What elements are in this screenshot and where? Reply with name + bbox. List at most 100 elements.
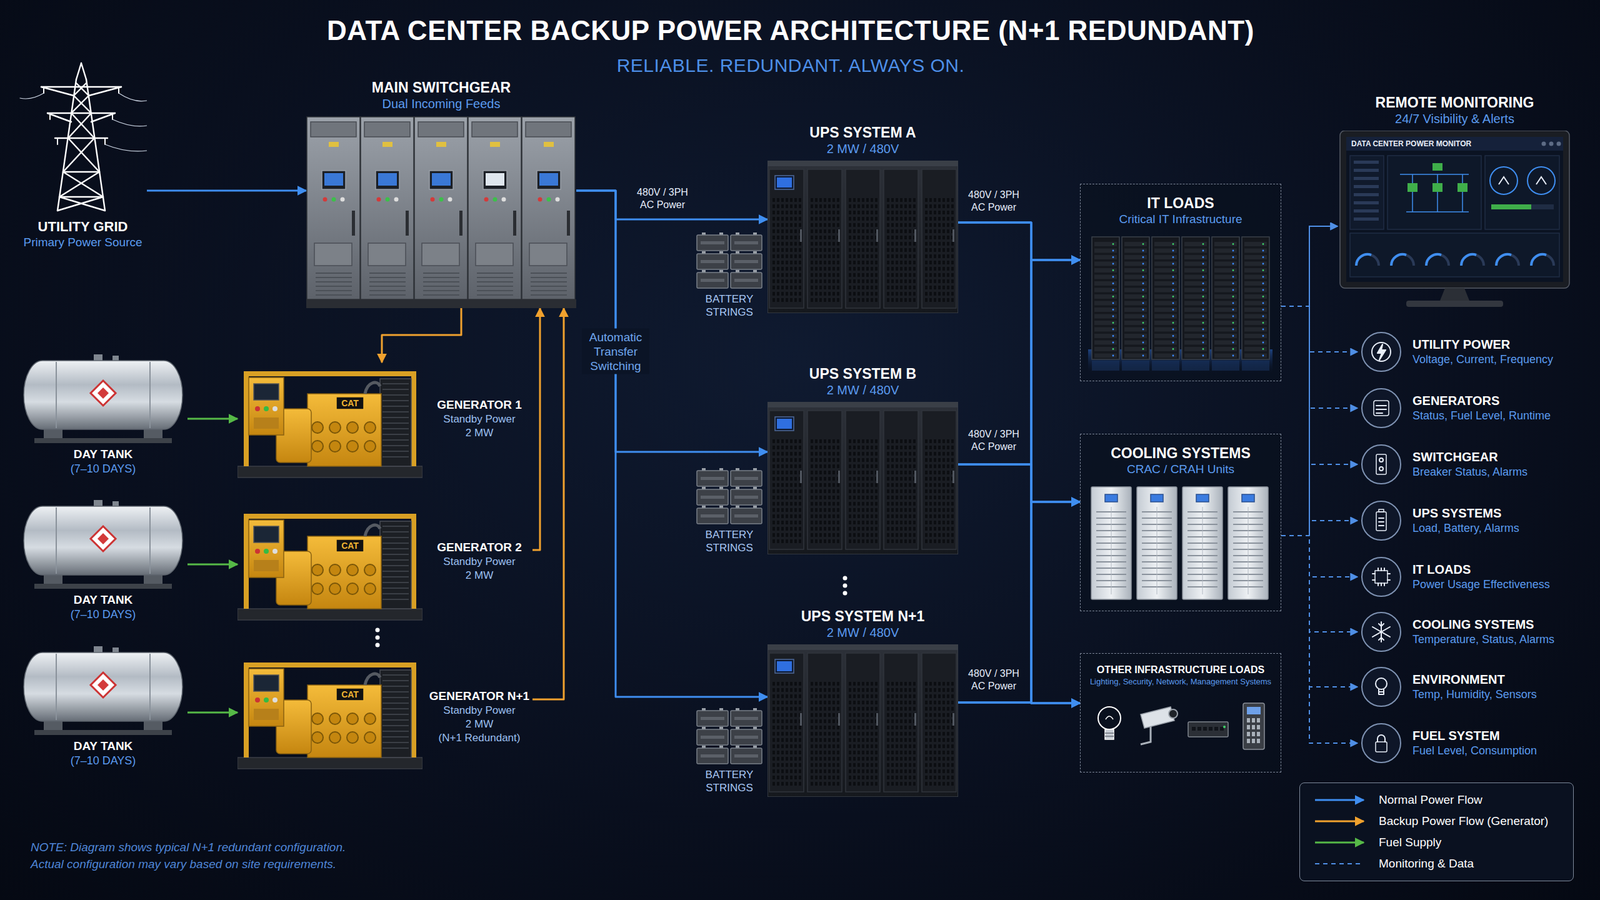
node-heading: MAIN SWITCHGEAR: [306, 78, 577, 97]
control-button: [255, 406, 260, 412]
vent-hole: [861, 241, 865, 246]
vent-hole: [828, 495, 831, 500]
radiator-fin: [382, 708, 409, 710]
vent-hole: [870, 223, 874, 227]
vent-hole: [832, 439, 835, 444]
monitoring-link: [1309, 226, 1358, 744]
floor-reflection: [1181, 360, 1210, 371]
vent-hole: [832, 254, 835, 259]
vent-hole: [895, 533, 899, 537]
vent-hole: [913, 273, 916, 277]
vent-hole: [904, 241, 907, 246]
vent-hole: [772, 539, 775, 544]
vent-hole: [823, 445, 827, 450]
vent-hole: [861, 285, 865, 290]
gauge-bar: [1491, 204, 1554, 210]
vent-hole: [848, 241, 852, 246]
status-led: [1202, 328, 1205, 331]
vent-hole: [810, 514, 814, 519]
window-button: [1556, 141, 1562, 147]
vent-hole: [798, 204, 802, 209]
vent-hole: [790, 495, 793, 500]
vent-hole: [942, 241, 945, 246]
vent-hole: [938, 204, 941, 209]
vent-hole: [933, 254, 937, 259]
vent-hole: [785, 476, 789, 481]
status-led: [1202, 276, 1205, 279]
vent-hole: [951, 298, 954, 302]
frame-rail: [243, 662, 417, 668]
vent-hole: [938, 298, 941, 302]
status-led: [1142, 250, 1145, 252]
vent-hole: [929, 470, 932, 475]
status-led: [1202, 289, 1205, 292]
server-unit: [1184, 275, 1207, 280]
vent-hole: [891, 279, 894, 284]
vent-hole: [776, 198, 780, 202]
vent-hole: [900, 216, 903, 221]
vent-hole: [861, 489, 865, 494]
vent-hole: [913, 210, 916, 215]
vent-hole: [942, 298, 945, 302]
vent-slot: [369, 290, 406, 292]
vent-hole: [900, 210, 903, 215]
vent-hole: [823, 520, 827, 525]
door-seam: [1156, 506, 1158, 595]
gauge-track: [1531, 254, 1554, 266]
vent-hole: [929, 198, 932, 202]
node-heading: UPS SYSTEM N+1: [767, 607, 959, 625]
fuel-tank: [23, 500, 183, 589]
cabinet-door: [883, 410, 919, 550]
vent-hole: [857, 539, 860, 544]
node-heading: REMOTE MONITORING: [1337, 93, 1572, 112]
indicator-lamp: [331, 197, 337, 202]
vent-hole: [908, 216, 912, 221]
vent-hole: [819, 260, 822, 265]
vent-hole: [781, 266, 784, 271]
vent-hole: [904, 229, 907, 234]
vent-hole: [933, 514, 937, 519]
vent-hole: [908, 483, 912, 487]
vent-hole: [781, 241, 784, 246]
vent-hole: [790, 533, 793, 537]
vent-hole: [904, 298, 907, 302]
vent-hole: [832, 229, 835, 234]
server-unit: [1244, 268, 1267, 273]
vent-hole: [904, 464, 907, 469]
vent-hole: [853, 489, 856, 494]
vent-hole: [819, 298, 822, 302]
vent-hole: [794, 458, 797, 462]
vent-hole: [875, 489, 878, 494]
dot: [375, 643, 380, 648]
vent-hole: [832, 483, 835, 487]
vent-hole: [836, 464, 840, 469]
cylinder-head: [329, 564, 341, 576]
vent-hole: [866, 266, 869, 271]
vent-hole: [938, 198, 941, 202]
gauge-track: [1426, 254, 1449, 266]
server-unit: [1214, 346, 1237, 352]
vent-hole: [790, 470, 793, 475]
status-led: [1232, 282, 1235, 285]
vent-hole: [798, 254, 802, 259]
vent-hole: [819, 464, 822, 469]
server-unit: [1214, 307, 1237, 312]
vent-hole: [832, 279, 835, 284]
vent-hole: [933, 241, 937, 246]
node-detail: (7–10 DAYS): [18, 753, 188, 768]
vent-hole: [857, 235, 860, 240]
server-unit: [1184, 248, 1207, 254]
vent-hole: [875, 445, 878, 450]
vent-hole: [785, 483, 789, 487]
vent-hole: [946, 279, 950, 284]
control-button: [263, 406, 269, 412]
vent-hole: [875, 266, 878, 271]
vent-hole: [848, 533, 852, 537]
battery-block: [730, 489, 762, 505]
vent-hole: [933, 216, 937, 221]
vent-slot: [423, 281, 460, 283]
vent-hole: [891, 210, 894, 215]
vent-hole: [798, 489, 802, 494]
text-group: UPS SYSTEM A2 MW / 480V: [767, 123, 959, 157]
